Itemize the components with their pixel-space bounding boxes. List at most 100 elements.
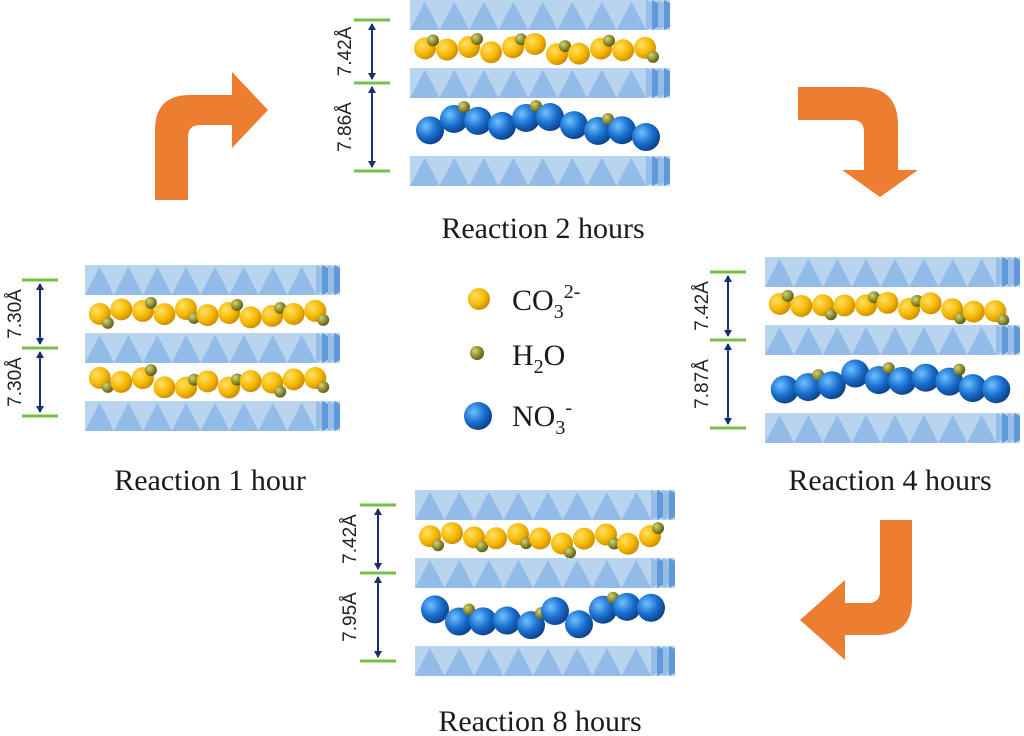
nitrate-ion — [541, 597, 569, 626]
hydroxide-layer — [410, 156, 670, 186]
curved-arrow-icon — [800, 520, 912, 660]
curved-arrow-icon — [798, 87, 918, 197]
carbonate-ion — [790, 294, 813, 317]
water-molecule-icon — [470, 346, 484, 360]
arrow-2h-to-4h — [798, 87, 918, 197]
hydroxide-layer — [410, 0, 670, 30]
panel-reaction-2-hours: 7.42Å 7.86Å — [335, 0, 670, 186]
nitrate-ion — [817, 371, 846, 400]
water-molecule — [647, 50, 659, 63]
water-molecule — [144, 364, 157, 377]
legend-label-carbonate: CO32- — [512, 281, 580, 323]
water-molecule — [781, 289, 794, 302]
caption-2h: Reaction 2 hours — [441, 212, 644, 245]
nitrate-ion — [608, 116, 636, 145]
spacing-label: 7.42Å — [692, 281, 713, 331]
carbonate-ion — [833, 294, 856, 317]
spacing-dimension: 7.95Å — [340, 571, 396, 663]
arrow-4h-to-8h — [800, 520, 912, 660]
carbonate-ion — [485, 527, 507, 550]
water-molecule — [997, 314, 1010, 327]
carbonate-ion — [441, 522, 463, 545]
water-molecule — [559, 40, 571, 53]
hydroxide-layer — [85, 401, 340, 431]
legend-item-water: H2O — [470, 339, 565, 378]
spacing-dimension: 7.87Å — [692, 338, 746, 430]
nitrate-ion — [982, 375, 1011, 404]
carbonate-ion — [153, 303, 176, 326]
nitrate-ion — [565, 610, 593, 639]
water-molecule — [953, 363, 966, 376]
carbonate-ion — [919, 292, 942, 315]
carbonate-ion — [282, 302, 305, 325]
water-molecule — [231, 298, 244, 311]
carbonate-ion-icon — [468, 288, 490, 310]
nitrate-ion — [632, 123, 660, 152]
nitrate-ion — [613, 592, 641, 621]
nitrate-ion-icon — [464, 402, 492, 430]
spacing-label: 7.42Å — [335, 26, 356, 76]
water-molecule — [144, 296, 157, 309]
carbonate-ion — [153, 376, 176, 399]
caption-1h: Reaction 1 hour — [114, 464, 306, 497]
carbonate-interlayer — [88, 296, 330, 329]
water-molecule — [515, 33, 527, 46]
caption-8h: Reaction 8 hours — [438, 705, 641, 736]
carbonate-ion — [612, 39, 634, 62]
spacing-dimension: 7.86Å — [335, 81, 390, 173]
hydroxide-layer — [765, 325, 1020, 355]
carbonate-ion — [436, 38, 458, 61]
spacing-label: 7.30Å — [5, 289, 26, 339]
water-molecule — [954, 312, 967, 325]
legend-label-water: H2O — [512, 339, 565, 378]
carbonate-ion — [239, 370, 262, 393]
water-molecule — [476, 540, 488, 553]
nitrate-ion — [416, 116, 444, 145]
hydroxide-layer — [415, 490, 675, 520]
legend: CO32- H2O NO3- — [464, 281, 580, 439]
nitrate-ion — [469, 607, 497, 636]
carbonate-interlayer — [414, 32, 659, 66]
arrow-1h-to-2h — [155, 72, 268, 200]
carbonate-ion — [962, 300, 985, 323]
legend-item-carbonate: CO32- — [468, 281, 580, 323]
spacing-dimension: 7.30Å — [5, 278, 58, 350]
water-molecule — [317, 313, 330, 326]
carbonate-ion — [524, 32, 546, 55]
nitrate-ion — [888, 366, 917, 395]
hydroxide-layer — [410, 68, 670, 98]
water-molecule — [520, 537, 532, 550]
carbonate-interlayer — [419, 522, 664, 559]
hydroxide-layer — [765, 257, 1020, 287]
water-molecule — [458, 100, 470, 113]
nitrate-interlayer — [770, 359, 1011, 404]
legend-item-nitrate: NO3- — [464, 397, 572, 439]
nitrate-ion — [536, 103, 564, 132]
carbonate-ion — [239, 306, 262, 329]
spacing-dimension: 7.30Å — [5, 346, 58, 418]
spacing-label: 7.87Å — [692, 359, 713, 409]
carbonate-interlayer — [88, 364, 330, 399]
nitrate-interlayer — [421, 591, 665, 640]
spacing-dimension: 7.42Å — [340, 503, 396, 575]
hydroxide-layer — [415, 558, 675, 588]
nitrate-ion — [560, 111, 588, 140]
spacing-dimension: 7.42Å — [335, 18, 390, 85]
nitrate-ion — [637, 593, 665, 622]
carbonate-ion — [196, 370, 219, 393]
water-molecule — [432, 539, 444, 552]
water-molecule — [463, 603, 475, 616]
nitrate-ion — [958, 374, 987, 403]
spacing-label: 7.86Å — [335, 102, 356, 152]
spacing-label: 7.30Å — [5, 357, 26, 407]
nitrate-ion — [911, 363, 940, 392]
carbonate-ion — [617, 532, 639, 555]
nitrate-ion — [488, 111, 516, 140]
water-molecule — [882, 362, 895, 375]
water-molecule — [824, 308, 837, 321]
nitrate-ion — [493, 606, 521, 635]
nitrate-ion — [770, 375, 799, 404]
hydroxide-layer — [85, 333, 340, 363]
water-molecule — [274, 385, 287, 398]
water-molecule — [101, 316, 114, 329]
